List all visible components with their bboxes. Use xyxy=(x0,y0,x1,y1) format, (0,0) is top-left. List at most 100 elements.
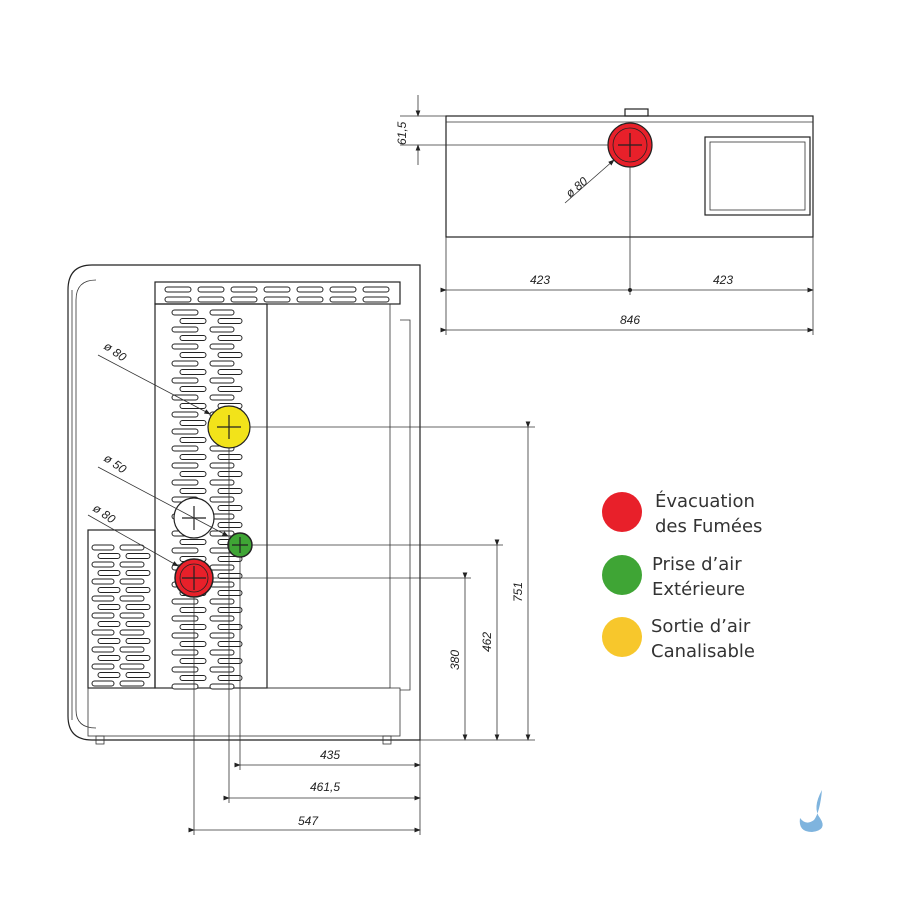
grille-slot xyxy=(97,621,121,627)
grille-slot xyxy=(119,680,145,687)
grille-slot xyxy=(362,296,390,303)
grille-slot xyxy=(217,454,243,460)
grille-slot xyxy=(171,411,199,418)
dia-green-label: ø 50 xyxy=(101,451,129,476)
grille-slot xyxy=(125,604,151,610)
grille-slot xyxy=(217,369,243,375)
grille-slot xyxy=(179,539,207,545)
grille-slot xyxy=(209,683,235,690)
grille-slot xyxy=(217,471,243,477)
legend-label: Évacuation xyxy=(655,490,755,512)
grille-slot xyxy=(119,544,145,551)
grille-slot xyxy=(209,598,235,605)
grille-slot xyxy=(171,377,199,384)
legend-item-air-outlet: Sortie d’air Canalisable xyxy=(602,616,755,662)
grille-slot xyxy=(171,598,199,605)
grille-slot xyxy=(171,666,199,673)
rear-view: ø 80 ø 50 ø 80 751 462 380 435 461,5 547 xyxy=(67,264,535,835)
grille-slot xyxy=(263,296,291,303)
grille-slot xyxy=(91,629,115,636)
grille-slot xyxy=(171,445,199,452)
grille-slot xyxy=(125,621,151,627)
grille-slot xyxy=(97,672,121,678)
grille-slot xyxy=(217,573,243,579)
grille-slot xyxy=(209,632,235,639)
grille-slot xyxy=(296,296,324,303)
dim-380: 380 xyxy=(448,650,462,670)
grille-slot xyxy=(230,296,258,303)
grille-slot xyxy=(209,479,235,486)
grille-slot xyxy=(97,553,121,559)
grille-slot xyxy=(171,462,199,469)
dim-61-5: 61,5 xyxy=(395,121,409,145)
dim-423-right: 423 xyxy=(713,273,733,287)
grille-slot xyxy=(209,564,235,571)
dim-423-left: 423 xyxy=(530,273,550,287)
grille-slot xyxy=(179,624,207,630)
grille-slot xyxy=(296,286,324,293)
dia-red-label: ø 80 xyxy=(90,501,118,526)
dim-435: 435 xyxy=(320,748,340,762)
legend-label: Canalisable xyxy=(651,641,755,662)
grille-slot xyxy=(209,394,235,401)
grille-slot xyxy=(171,615,199,622)
dia-yellow-label: ø 80 xyxy=(101,339,129,364)
grille-slot xyxy=(217,658,243,664)
legend-item-air-intake: Prise d’air Extérieure xyxy=(602,554,745,600)
grille-slot xyxy=(171,428,199,435)
grille-slot xyxy=(197,296,225,303)
grille-slot xyxy=(125,570,151,576)
grille-slot xyxy=(97,655,121,661)
top-view-collar xyxy=(624,108,649,117)
dim-846: 846 xyxy=(620,313,640,327)
grille-slot xyxy=(179,420,207,426)
grille-slot xyxy=(119,561,145,568)
grille-slot xyxy=(91,595,115,602)
grille-slot xyxy=(125,553,151,559)
grille-slot xyxy=(209,343,235,350)
grille-slot xyxy=(125,587,151,593)
grille-slot xyxy=(209,496,235,503)
grille-slot xyxy=(217,505,243,511)
grille-slot xyxy=(179,403,207,409)
grille-slot xyxy=(329,296,357,303)
grille-slot xyxy=(217,624,243,630)
top-diameter-label: ø 80 xyxy=(563,174,591,200)
ventilation-grille xyxy=(91,286,390,690)
legend-label: Extérieure xyxy=(652,579,745,600)
grille-slot xyxy=(209,326,235,333)
grille-slot xyxy=(263,286,291,293)
grille-slot xyxy=(171,547,199,554)
grille-slot xyxy=(179,641,207,647)
grille-slot xyxy=(230,286,258,293)
grille-slot xyxy=(91,561,115,568)
grille-slot xyxy=(209,309,235,316)
dim-461-5: 461,5 xyxy=(310,780,340,794)
grille-slot xyxy=(209,360,235,367)
grille-slot xyxy=(97,638,121,644)
grille-slot xyxy=(91,544,115,551)
grille-slot xyxy=(217,675,243,681)
grille-slot xyxy=(171,343,199,350)
legend-green-dot xyxy=(602,555,642,595)
grille-slot xyxy=(209,530,235,537)
grille-slot xyxy=(217,556,243,562)
grille-slot xyxy=(217,488,243,494)
grille-slot xyxy=(91,612,115,619)
grille-slot xyxy=(91,663,115,670)
grille-slot xyxy=(217,335,243,341)
grille-slot xyxy=(97,604,121,610)
legend-yellow-dot xyxy=(602,617,642,657)
grille-slot xyxy=(179,318,207,324)
grille-slot xyxy=(179,471,207,477)
grille-slot xyxy=(91,680,115,687)
grille-slot xyxy=(119,629,145,636)
rear-view-body xyxy=(67,264,421,741)
grille-slot xyxy=(125,655,151,661)
grille-slot xyxy=(171,683,199,690)
legend-label: Sortie d’air xyxy=(651,616,751,637)
dim-462: 462 xyxy=(480,632,494,652)
grille-slot xyxy=(119,646,145,653)
grille-slot xyxy=(179,386,207,392)
